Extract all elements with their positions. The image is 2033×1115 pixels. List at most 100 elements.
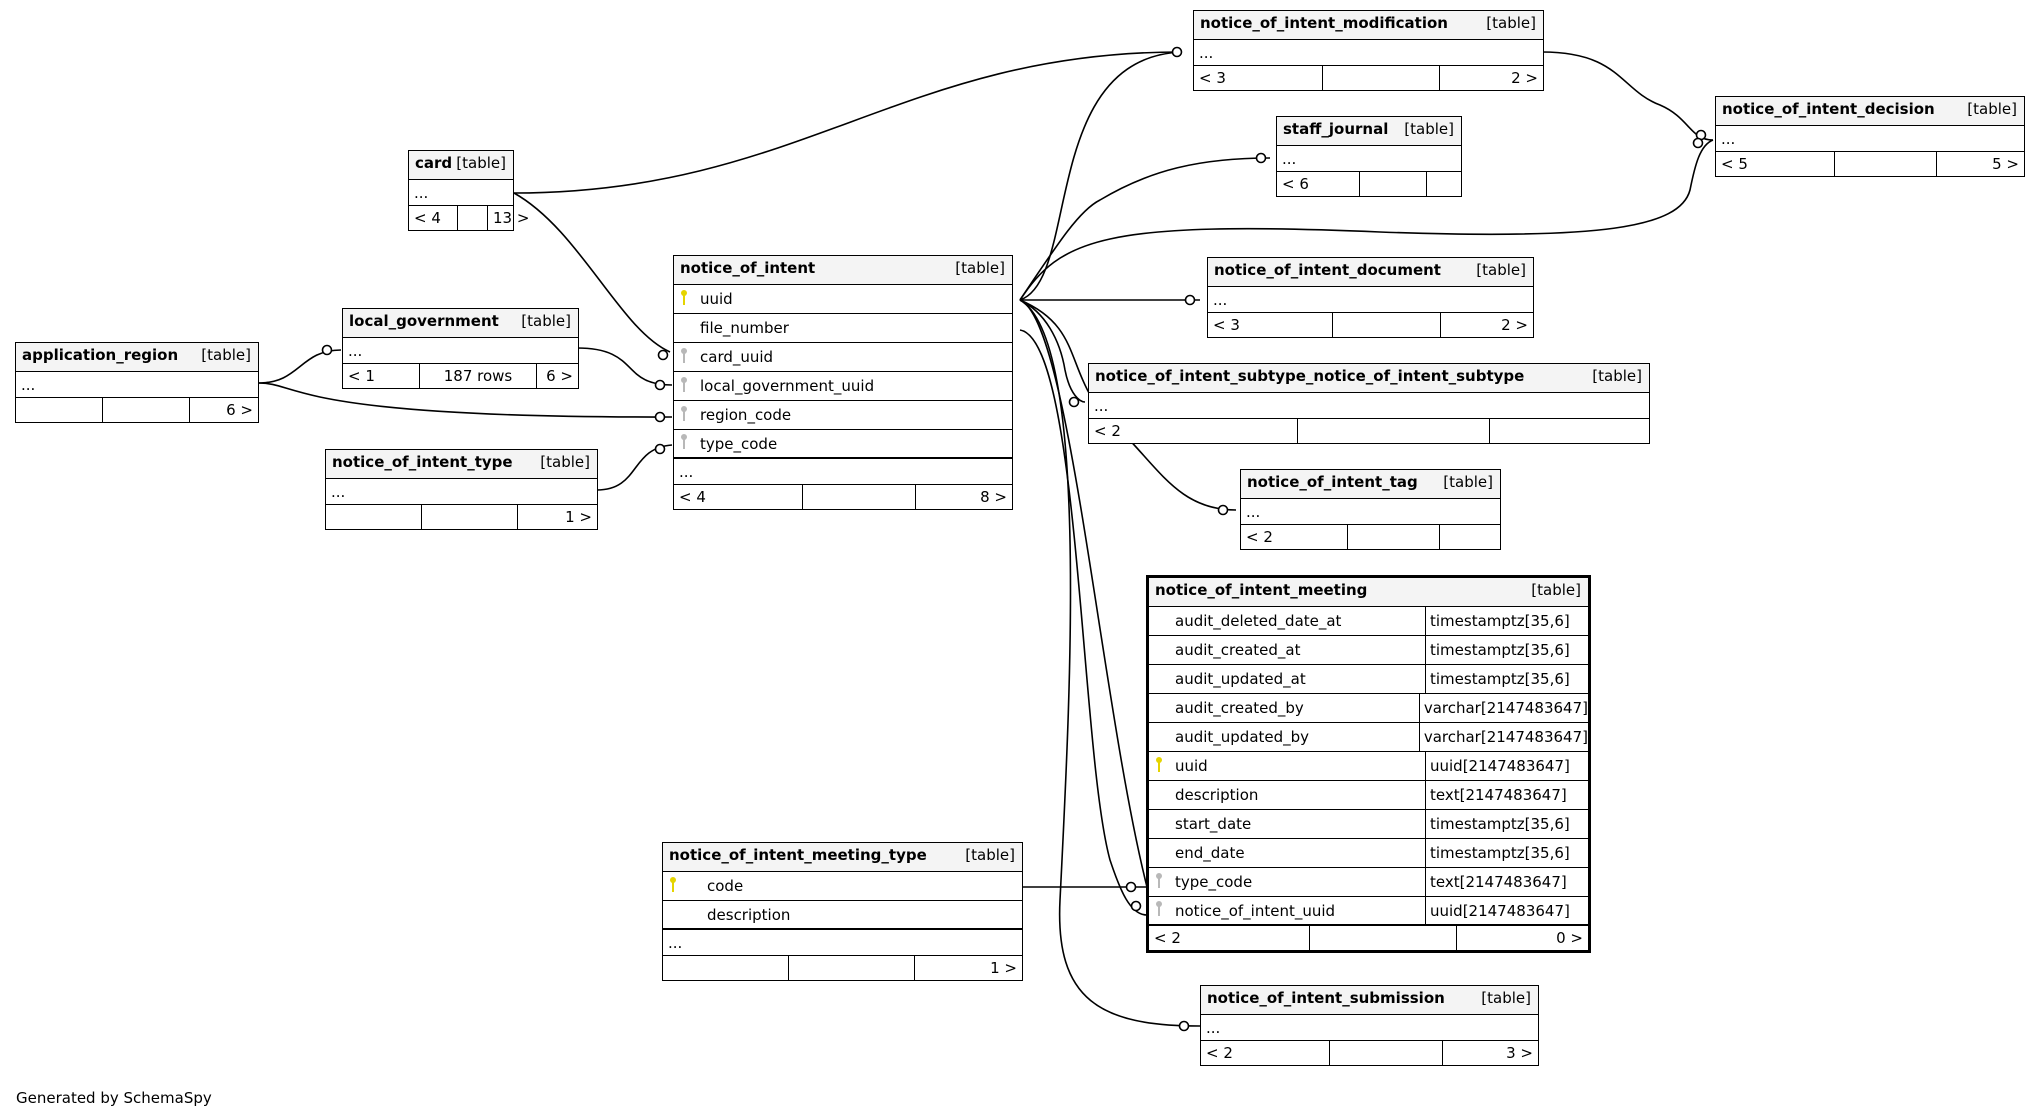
column-type: timestamptz[35,6] bbox=[1425, 839, 1570, 867]
column-row[interactable]: description bbox=[663, 901, 1022, 930]
table-footer: < 2 bbox=[1089, 419, 1649, 443]
edge-noi-modification bbox=[1019, 51, 1181, 301]
table-type: [table] bbox=[201, 346, 251, 364]
column-row[interactable]: code bbox=[663, 872, 1022, 901]
footer-rows bbox=[1329, 1041, 1442, 1065]
column-name: start_date bbox=[1175, 815, 1252, 833]
foreign-key-icon bbox=[680, 376, 688, 392]
table-name: card bbox=[415, 154, 453, 172]
column-type: timestamptz[35,6] bbox=[1425, 665, 1570, 693]
column-row[interactable]: audit_updated_at timestamptz[35,6] bbox=[1149, 665, 1588, 694]
table-notice-of-intent-tag[interactable]: notice_of_intent_tag[table] ... < 2 bbox=[1240, 469, 1501, 550]
footer-children: 8 > bbox=[915, 485, 1012, 509]
table-notice-of-intent-decision[interactable]: notice_of_intent_decision[table] ... < 5… bbox=[1715, 96, 2025, 177]
footer-parents: < 3 bbox=[1199, 69, 1226, 87]
table-type: [table] bbox=[1967, 100, 2017, 118]
columns-ellipsis: ... bbox=[409, 180, 513, 206]
footer-children: 0 > bbox=[1456, 926, 1588, 950]
column-row[interactable]: region_code bbox=[674, 401, 1012, 430]
column-type: timestamptz[35,6] bbox=[1425, 636, 1570, 664]
column-type: uuid[2147483647] bbox=[1425, 752, 1570, 780]
table-name: local_government bbox=[349, 312, 499, 330]
column-name: type_code bbox=[1175, 873, 1253, 891]
table-footer: < 5 5 > bbox=[1716, 152, 2024, 176]
table-notice-of-intent[interactable]: notice_of_intent[table] uuid file_number… bbox=[673, 255, 1013, 510]
column-name: region_code bbox=[700, 406, 792, 424]
table-footer: < 4 8 > bbox=[674, 485, 1012, 509]
edge-type-noi bbox=[596, 444, 673, 491]
table-notice-of-intent-subtype[interactable]: notice_of_intent_subtype_notice_of_inten… bbox=[1088, 363, 1650, 444]
table-name: notice_of_intent bbox=[680, 259, 816, 277]
foreign-key-icon bbox=[680, 434, 688, 449]
footer-rows bbox=[802, 485, 915, 509]
column-name: type_code bbox=[700, 434, 778, 453]
table-card[interactable]: card[table] ... < 4 13 > bbox=[408, 150, 529, 231]
footer-children bbox=[1439, 525, 1500, 549]
column-row[interactable]: file_number bbox=[674, 314, 1012, 343]
columns-ellipsis: ... bbox=[663, 930, 1022, 956]
table-footer: < 4 13 > bbox=[409, 206, 529, 230]
table-name: notice_of_intent_meeting bbox=[1155, 581, 1368, 599]
table-footer: < 6 bbox=[1277, 172, 1461, 196]
table-footer: < 3 2 > bbox=[1208, 313, 1533, 337]
footer-rows bbox=[457, 206, 487, 230]
column-row[interactable]: type_code bbox=[674, 430, 1012, 459]
footer-children: 6 > bbox=[536, 364, 578, 388]
table-footer: 6 > bbox=[16, 398, 258, 422]
table-footer: < 1 187 rows 6 > bbox=[343, 364, 578, 388]
table-type: [table] bbox=[1443, 473, 1493, 491]
table-footer: < 2 3 > bbox=[1201, 1041, 1538, 1065]
columns-ellipsis: ... bbox=[674, 459, 1012, 485]
table-type: [table] bbox=[965, 846, 1015, 864]
foreign-key-icon bbox=[1155, 872, 1163, 888]
column-name: audit_created_by bbox=[1175, 699, 1304, 717]
footer-rows bbox=[1332, 313, 1440, 337]
edge-modification-decision bbox=[1541, 51, 1714, 141]
table-type: [table] bbox=[456, 154, 506, 172]
table-staff-journal[interactable]: staff_journal[table] ... < 6 bbox=[1276, 116, 1462, 197]
table-name: notice_of_intent_document bbox=[1214, 261, 1441, 279]
table-notice-of-intent-type[interactable]: notice_of_intent_type[table] ... 1 > bbox=[325, 449, 598, 530]
column-name: audit_updated_at bbox=[1175, 670, 1306, 688]
column-type: uuid[2147483647] bbox=[1425, 897, 1570, 924]
column-row[interactable]: uuid uuid[2147483647] bbox=[1149, 752, 1588, 781]
column-row[interactable]: card_uuid bbox=[674, 343, 1012, 372]
table-notice-of-intent-meeting-type[interactable]: notice_of_intent_meeting_type [table] cod… bbox=[662, 842, 1023, 981]
footer-children: 2 > bbox=[1440, 313, 1533, 337]
table-type: [table] bbox=[1592, 367, 1642, 385]
column-type: text[2147483647] bbox=[1425, 781, 1567, 809]
column-row[interactable]: local_government_uuid bbox=[674, 372, 1012, 401]
column-type: timestamptz[35,6] bbox=[1425, 607, 1570, 635]
table-type: [table] bbox=[540, 453, 590, 471]
column-type: timestamptz[35,6] bbox=[1425, 810, 1570, 838]
primary-key-icon bbox=[1155, 756, 1163, 772]
table-name: notice_of_intent_type bbox=[332, 453, 513, 471]
footer-children: 2 > bbox=[1439, 66, 1543, 90]
footer-parents bbox=[663, 956, 788, 980]
column-row[interactable]: uuid bbox=[674, 285, 1012, 314]
columns-ellipsis: ... bbox=[1716, 126, 2024, 152]
columns-ellipsis: ... bbox=[1201, 1015, 1538, 1041]
column-name: uuid bbox=[1175, 757, 1208, 775]
table-local-government[interactable]: local_government[table] ... < 1 187 rows… bbox=[342, 308, 579, 389]
table-name: application_region bbox=[22, 346, 179, 364]
table-notice-of-intent-modification[interactable]: notice_of_intent_modification[table] ...… bbox=[1193, 10, 1544, 91]
table-notice-of-intent-document[interactable]: notice_of_intent_document[table] ... < 3… bbox=[1207, 257, 1534, 338]
column-row[interactable]: start_date timestamptz[35,6] bbox=[1149, 810, 1588, 839]
table-notice-of-intent-meeting[interactable]: notice_of_intent_meeting[table] audit_de… bbox=[1146, 575, 1591, 953]
footer-children: 5 > bbox=[1936, 152, 2024, 176]
table-footer: < 2 bbox=[1241, 525, 1500, 549]
table-application-region[interactable]: application_region[table] ... 6 > bbox=[15, 342, 259, 423]
table-name: notice_of_intent_submission bbox=[1207, 989, 1445, 1007]
table-name: notice_of_intent_meeting_type bbox=[669, 846, 927, 864]
table-footer: < 2 0 > bbox=[1149, 926, 1588, 950]
table-notice-of-intent-submission[interactable]: notice_of_intent_submission[table] ... <… bbox=[1200, 985, 1539, 1066]
